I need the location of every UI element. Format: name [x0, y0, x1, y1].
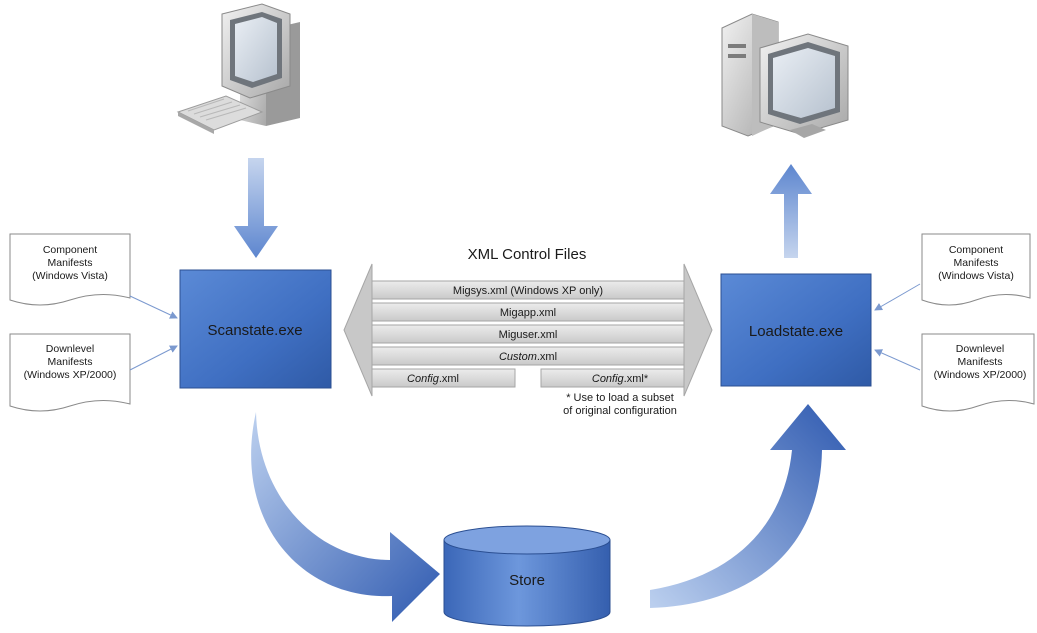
left-doc-2-line-3: (Windows XP/2000) [24, 369, 117, 381]
connector-right-bottom [874, 349, 921, 371]
left-doc-2-line-2: Manifests [48, 356, 93, 368]
loadstate-box [720, 273, 872, 387]
left-doc-1-line-3: (Windows Vista) [32, 270, 108, 282]
store-cylinder [443, 525, 611, 627]
left-component-manifest-doc: Component Manifests (Windows Vista) [9, 233, 131, 306]
connector-left-top [129, 295, 178, 319]
config-right-label: Config.xml* [592, 373, 649, 385]
scanstate-box [179, 269, 332, 389]
footnote-line-1: * Use to load a subset [566, 392, 674, 404]
left-downlevel-manifest-doc: Downlevel Manifests (Windows XP/2000) [9, 333, 131, 412]
right-doc-2-line-3: (Windows XP/2000) [934, 369, 1027, 381]
right-doc-1-line-3: (Windows Vista) [938, 270, 1014, 282]
xml-file-custom: Custom.xml [499, 351, 557, 363]
right-doc-2-line-1: Downlevel [956, 343, 1004, 355]
right-doc-1-line-2: Manifests [954, 257, 999, 269]
connector-left-bottom [129, 345, 178, 371]
curved-arrow-from-store [650, 404, 846, 608]
up-arrow [770, 164, 812, 258]
store-label: Store [509, 572, 545, 589]
xml-file-migsys: Migsys.xml (Windows XP only) [453, 285, 603, 297]
curved-arrow-to-store [251, 412, 440, 622]
xml-bands [343, 263, 713, 397]
connector-right-top [874, 283, 921, 311]
right-downlevel-manifest-doc: Downlevel Manifests (Windows XP/2000) [921, 333, 1035, 412]
left-doc-2-line-1: Downlevel [46, 343, 94, 355]
config-left-label: Config.xml [407, 373, 459, 385]
footnote-line-2: of original configuration [563, 405, 677, 417]
down-arrow [234, 158, 278, 258]
right-component-manifest-doc: Component Manifests (Windows Vista) [921, 233, 1031, 306]
right-doc-1-line-1: Component [949, 244, 1003, 256]
left-doc-1-line-1: Component [43, 244, 97, 256]
left-doc-1-line-2: Manifests [48, 257, 93, 269]
xml-control-files-title: XML Control Files [468, 246, 587, 263]
xml-file-miguser: Miguser.xml [499, 329, 558, 341]
loadstate-label: Loadstate.exe [749, 323, 843, 340]
xml-file-migapp: Migapp.xml [500, 307, 556, 319]
right-doc-2-line-2: Manifests [958, 356, 1003, 368]
destination-computer-icon [721, 13, 849, 138]
scanstate-label: Scanstate.exe [207, 322, 302, 339]
source-computer-icon [176, 3, 300, 134]
